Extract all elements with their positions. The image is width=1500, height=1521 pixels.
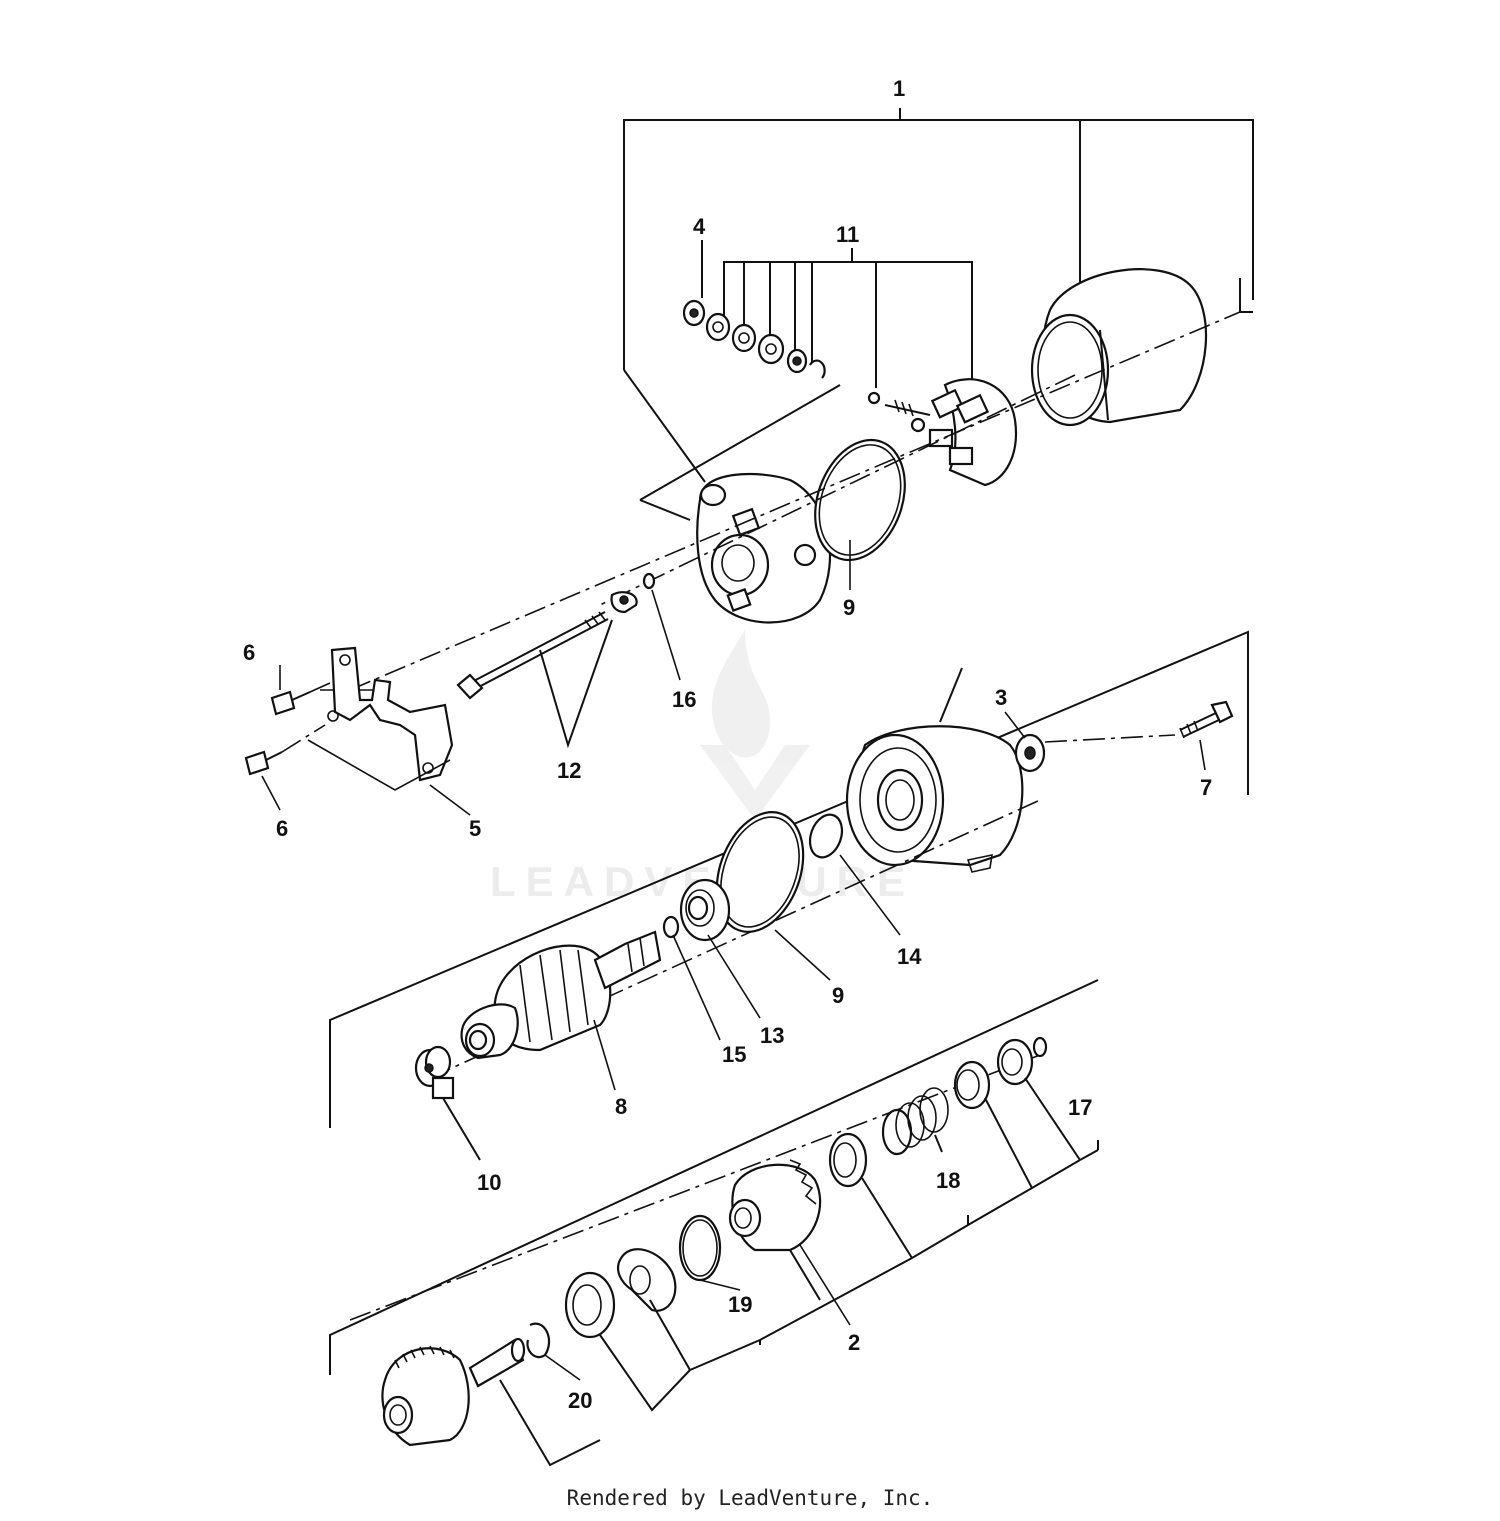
section-frame-lower <box>329 979 1099 1375</box>
bearing-13 <box>679 878 731 942</box>
bracket-11 <box>701 240 973 388</box>
watermark-logo <box>700 630 810 820</box>
footer-credit: Rendered by LeadVenture, Inc. <box>566 1486 934 1510</box>
callout-9-upper: 9 <box>843 595 855 620</box>
callout-9-lower: 9 <box>832 983 844 1008</box>
o-ring-9-upper <box>814 438 906 562</box>
o-ring-14 <box>808 813 844 859</box>
washer-set <box>682 299 881 405</box>
split-collar <box>616 1248 677 1312</box>
centerline-middle <box>429 799 1041 1079</box>
mounting-bracket-5 <box>307 646 454 791</box>
front-housing <box>845 725 1024 873</box>
clip-17 <box>1032 1036 1048 1058</box>
bushing-10 <box>414 1045 481 1161</box>
sleeve <box>828 1132 868 1188</box>
callout-3: 3 <box>995 685 1007 710</box>
callout-16: 16 <box>672 687 696 712</box>
callout-19: 19 <box>728 1292 752 1317</box>
brush-holder <box>884 378 1018 487</box>
callout-4: 4 <box>693 214 706 239</box>
stopper <box>953 1060 991 1110</box>
callout-5: 5 <box>469 816 481 841</box>
callout-6-lower: 6 <box>276 816 288 841</box>
leader-lines <box>261 540 1206 1381</box>
armature-8 <box>460 930 662 1060</box>
callout-7: 7 <box>1200 775 1212 800</box>
callout-10: 10 <box>477 1170 501 1195</box>
yoke-housing <box>1030 268 1208 427</box>
callout-1: 1 <box>893 76 905 101</box>
callout-12: 12 <box>557 758 581 783</box>
callout-6-upper: 6 <box>243 640 255 665</box>
rear-end-cover <box>696 472 832 624</box>
bracket-assembly-1 <box>623 108 1254 483</box>
ring-19 <box>678 1214 722 1282</box>
callout-13: 13 <box>760 1023 784 1048</box>
callout-20: 20 <box>568 1388 592 1413</box>
callout-8: 8 <box>615 1094 627 1119</box>
snap-ring-20 <box>526 1322 551 1359</box>
through-bolt-12 <box>456 572 656 749</box>
callout-18: 18 <box>936 1168 960 1193</box>
callout-17: 17 <box>1068 1095 1092 1120</box>
callout-2: 2 <box>848 1330 860 1355</box>
bolt-7 <box>1044 700 1234 743</box>
reduction-gear-shaft <box>381 1337 526 1447</box>
centerline-upper <box>599 374 1076 606</box>
thrust-washer <box>564 1271 616 1339</box>
o-ring-9-lower <box>715 811 805 933</box>
leader-lines-lower <box>499 1077 1099 1467</box>
spring-18 <box>881 1087 949 1156</box>
bolt-6-upper <box>270 682 331 716</box>
pinion-clutch-2 <box>728 1159 822 1252</box>
clip-15 <box>662 915 680 939</box>
callout-14: 14 <box>897 944 922 969</box>
callout-11: 11 <box>836 222 859 247</box>
bolt-6-lower <box>244 724 326 776</box>
callout-15: 15 <box>722 1042 746 1067</box>
collar-17 <box>996 1038 1034 1086</box>
